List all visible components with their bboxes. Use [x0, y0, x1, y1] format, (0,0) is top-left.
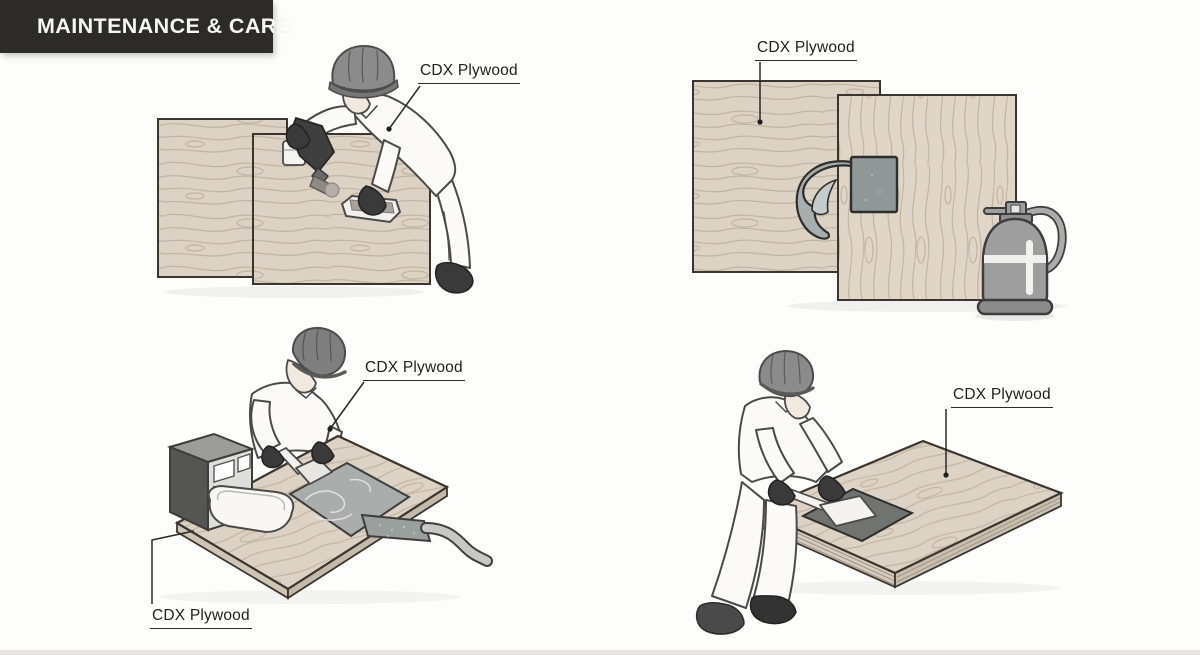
sanding-block: [340, 185, 402, 224]
leader-panel3-top: [329, 381, 365, 430]
feed-strip: [360, 513, 432, 543]
hat-brim: [292, 362, 347, 379]
panel-trowel-finishing: [695, 350, 1064, 635]
hat-brim: [759, 382, 815, 396]
floor-shadow: [164, 286, 424, 298]
spray-cleaner-tool: [282, 116, 340, 198]
hat-brim: [328, 79, 399, 99]
tank-body: [981, 217, 1049, 311]
floor-shadow: [160, 590, 460, 604]
right-arm: [371, 139, 401, 193]
face: [783, 391, 811, 420]
left-arm: [250, 399, 281, 453]
glove-right: [817, 475, 846, 502]
glove-left: [261, 445, 285, 469]
hard-hat: [758, 350, 815, 398]
shoe-right: [749, 595, 797, 625]
brush-head: [295, 457, 333, 485]
panel-patch-repair: [692, 80, 1067, 321]
bottom-edge-strip: [0, 650, 1200, 655]
leader-panel1: [388, 85, 421, 130]
glove-right: [357, 185, 387, 216]
sealant-tank: [975, 201, 1067, 321]
floor-shadow: [740, 581, 1060, 595]
tank-base: [976, 298, 1054, 316]
shoe-left: [695, 601, 745, 635]
leader-lines: [151, 62, 949, 604]
panel-adhesive-application: [160, 326, 493, 604]
cdx-plywood-label-panel4: CDX Plywood: [951, 386, 1053, 408]
glove-right: [311, 441, 335, 465]
mixing-tray: [207, 484, 295, 534]
collar: [295, 387, 317, 399]
right-arm: [799, 417, 843, 473]
pants-left: [711, 481, 765, 609]
leader-dot-panel3: [327, 426, 333, 432]
left-arm: [755, 427, 795, 484]
leader-dot-panel4: [943, 472, 949, 478]
worker-figure: [695, 350, 846, 635]
shirt: [737, 396, 831, 483]
boot: [434, 261, 474, 294]
banner-title: MAINTENANCE & CARE: [37, 14, 292, 38]
cdx-plywood-label-panel2: CDX Plywood: [755, 39, 857, 61]
adhesive-patch: [288, 461, 411, 538]
cdx-plywood-label-panel3-top: CDX Plywood: [363, 359, 465, 381]
worker-figure: [249, 326, 347, 459]
machine-screen: [213, 459, 235, 483]
machine-button: [237, 453, 251, 473]
glove-left: [767, 479, 796, 506]
trowel-blade: [819, 495, 877, 527]
cdx-plywood-label-panel3-bottom: CDX Plywood: [150, 607, 252, 629]
worker-hands-and-brush: [261, 441, 335, 485]
suction-hose: [420, 522, 493, 567]
leader-dot-panel2: [757, 119, 763, 125]
peeling-patch: [795, 155, 899, 240]
leader-dot-panel1: [386, 126, 392, 132]
leader-panel3-bottom: [151, 530, 195, 604]
hard-hat: [331, 45, 396, 92]
title-banner: MAINTENANCE & CARE: [0, 0, 291, 53]
work-table: [174, 434, 450, 600]
cdx-plywood-label-panel1: CDX Plywood: [418, 62, 520, 84]
panel-cleaning-plywood-sheets: [157, 45, 474, 298]
glove-left: [285, 123, 311, 150]
